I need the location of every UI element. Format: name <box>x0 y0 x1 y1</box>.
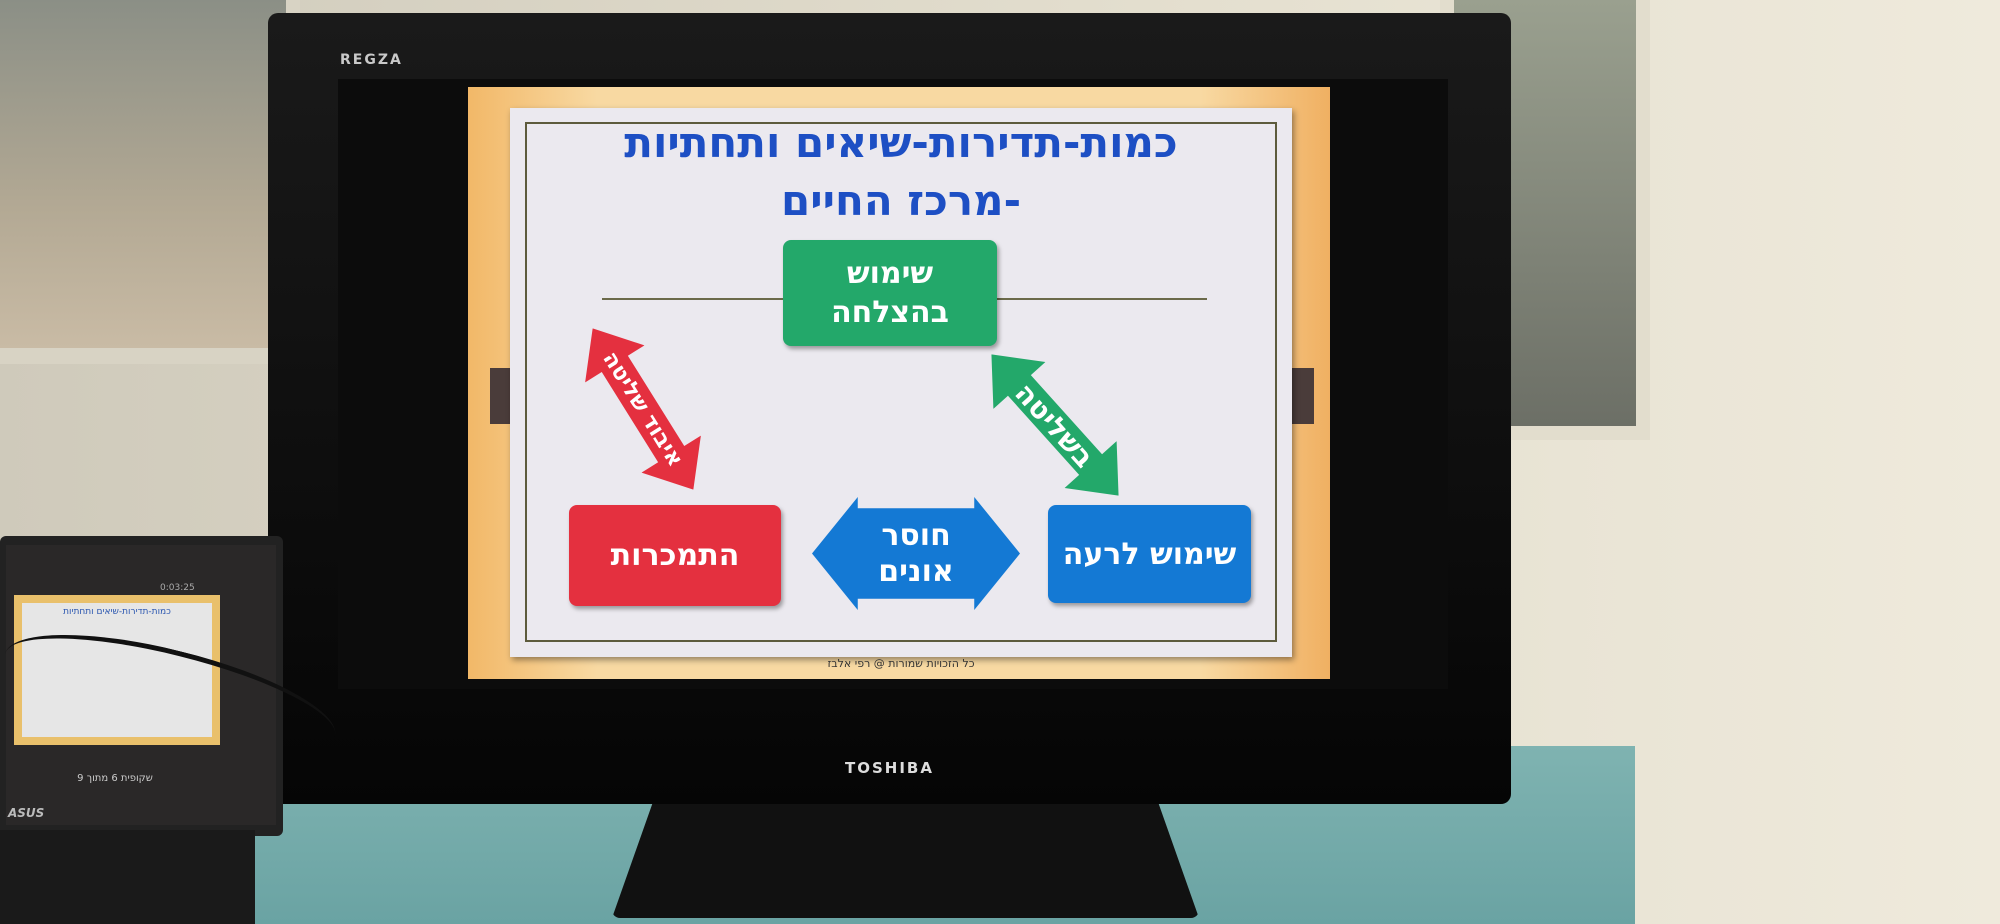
arrow-helplessness: חוסר אונים <box>812 497 1020 610</box>
presenter-timer: 0:03:25 <box>160 583 195 593</box>
slide-title-line2: -מרכז החיים <box>780 176 1022 225</box>
slide-footer: כל הזכויות שמורות @ רפי אלבז <box>827 657 975 670</box>
box-misuse: שימוש לרעה <box>1048 505 1251 603</box>
laptop-keyboard <box>0 830 255 924</box>
slide-counter[interactable]: שקופית 6 מתוך 9 <box>77 773 153 784</box>
slide-title-line1: כמות-תדירות-שיאים ותחתיות <box>624 118 1178 167</box>
box-success-use: שימוש בהצלחה <box>783 240 997 346</box>
box-addiction: התמכרות <box>569 505 781 606</box>
arrow-helplessness-label: חוסר אונים <box>878 517 954 589</box>
brand-regza: REGZA <box>340 52 403 68</box>
laptop-brand: ASUS <box>8 806 45 820</box>
brand-toshiba: TOSHIBA <box>845 759 934 777</box>
laptop-slide-preview: כמות-תדירות-שיאים ותחתיות <box>14 595 220 745</box>
laptop-slide-title: כמות-תדירות-שיאים ותחתיות <box>22 603 212 737</box>
tv-stand <box>612 785 1199 918</box>
slide-frame <box>525 122 1277 642</box>
window-left <box>0 0 300 364</box>
